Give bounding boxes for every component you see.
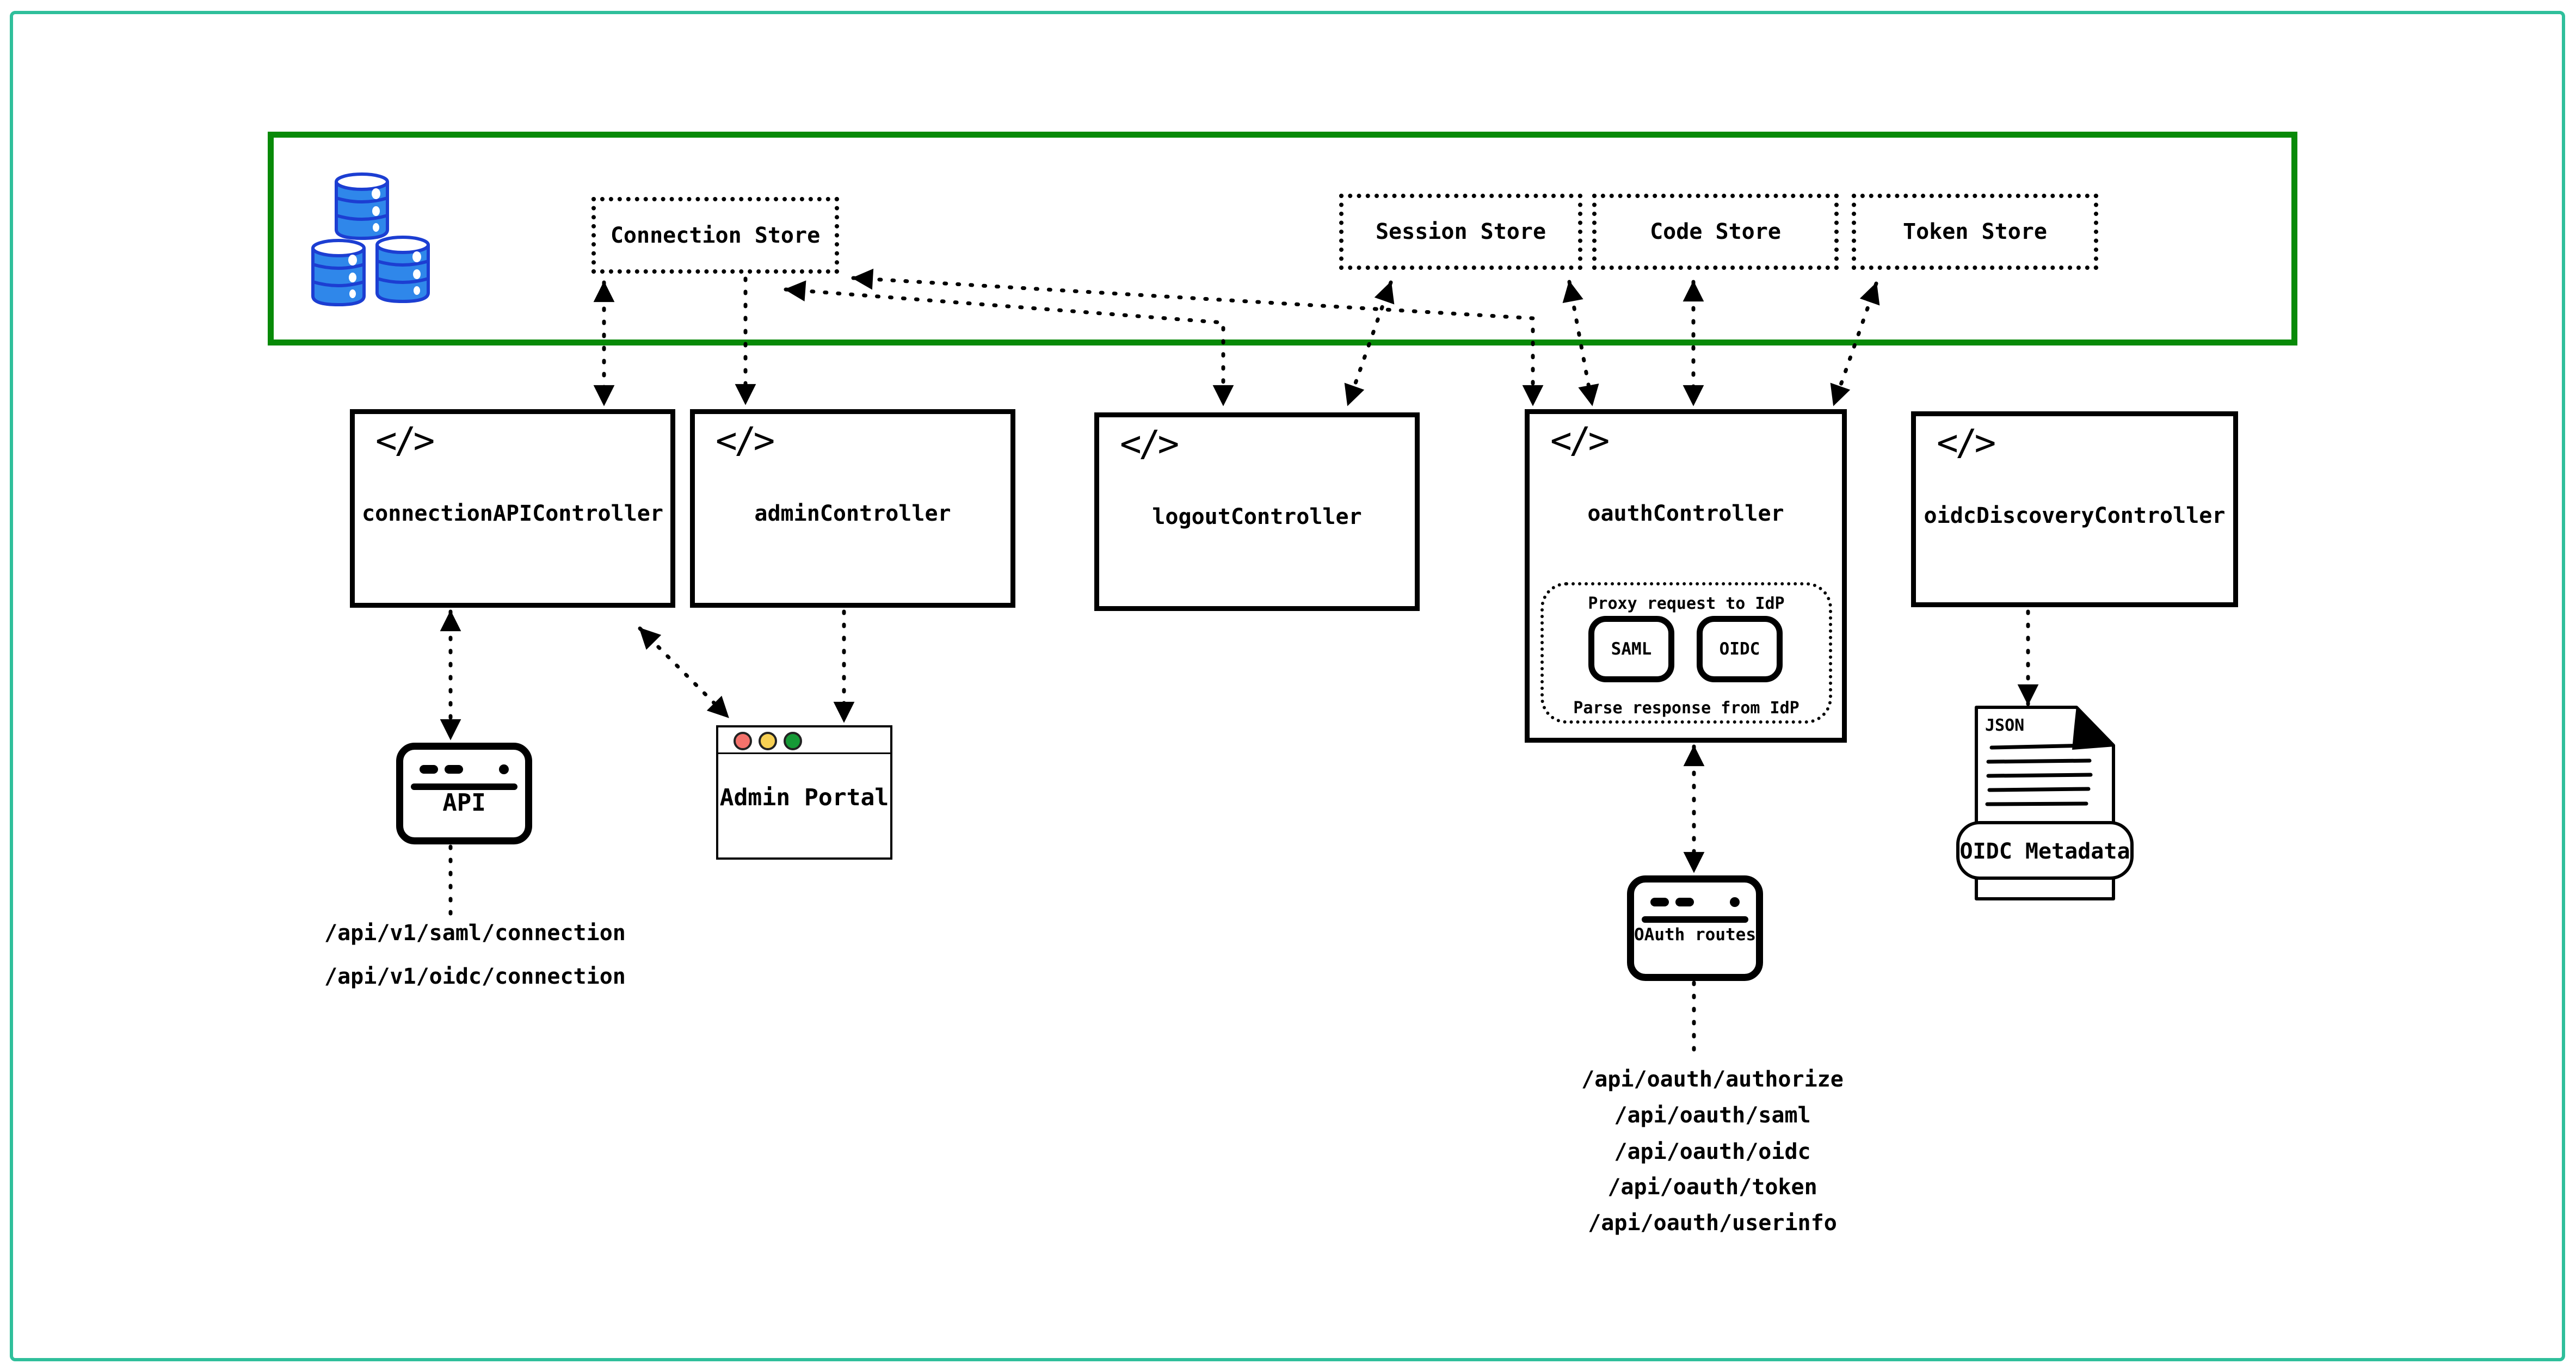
- controller-label: oidcDiscoveryController: [1924, 503, 2226, 528]
- window-control-icon: [499, 764, 509, 774]
- admin-controller-box: </> adminController: [690, 409, 1015, 608]
- close-traffic-light-icon: [734, 732, 752, 750]
- code-icon: </>: [375, 419, 435, 461]
- controller-label: adminController: [754, 501, 951, 526]
- saml-protocol-box: SAML: [1588, 616, 1674, 682]
- controller-label: connectionAPIController: [362, 501, 663, 526]
- oidc-metadata-label: OIDC Metadata: [1959, 839, 2130, 864]
- code-icon: </>: [716, 419, 775, 461]
- oidc-protocol-box: OIDC: [1697, 616, 1783, 682]
- oidc-label: OIDC: [1719, 639, 1760, 659]
- maximize-traffic-light-icon: [784, 732, 802, 750]
- admin-portal-window: Admin Portal: [716, 725, 892, 860]
- token-store-label: Token Store: [1903, 219, 2047, 244]
- oauth-route-path: /api/oauth/token: [1607, 1175, 1817, 1200]
- session-store-label: Session Store: [1375, 219, 1546, 244]
- window-tab-icon: [420, 765, 438, 774]
- code-store-box: Code Store: [1592, 194, 1839, 270]
- code-icon: </>: [1120, 423, 1179, 465]
- oauth-controller-box: </> oauthController Proxy request to IdP…: [1525, 409, 1847, 743]
- connection-store-label: Connection Store: [610, 223, 821, 248]
- outer-frame: [10, 11, 2565, 1361]
- json-file-type-label: JSON: [1985, 716, 2025, 735]
- logout-controller-box: </> logoutController: [1094, 412, 1420, 611]
- window-toolbar-divider: [1642, 916, 1748, 923]
- token-store-box: Token Store: [1852, 194, 2098, 270]
- window-toolbar-divider: [411, 783, 517, 790]
- proxy-request-label: Proxy request to IdP: [1588, 594, 1785, 613]
- minimize-traffic-light-icon: [759, 732, 777, 750]
- oidc-discovery-controller-box: </> oidcDiscoveryController: [1911, 411, 2238, 607]
- code-icon: </>: [1937, 422, 1996, 464]
- code-store-label: Code Store: [1650, 219, 1781, 244]
- session-store-box: Session Store: [1339, 194, 1582, 270]
- code-icon: </>: [1550, 419, 1610, 461]
- saml-label: SAML: [1611, 639, 1652, 659]
- oauth-route-path: /api/oauth/userinfo: [1588, 1211, 1837, 1236]
- api-route-path: /api/v1/oidc/connection: [324, 964, 626, 989]
- window-tab-icon: [1650, 898, 1669, 906]
- controller-label: oauthController: [1587, 501, 1784, 526]
- window-titlebar-divider: [718, 752, 891, 754]
- window-tab-icon: [445, 765, 463, 774]
- oauth-route-path: /api/oauth/saml: [1614, 1103, 1811, 1128]
- connection-api-controller-box: </> connectionAPIController: [350, 409, 675, 608]
- window-control-icon: [1730, 897, 1740, 907]
- api-window-label: API: [442, 789, 486, 817]
- oauth-routes-window: OAuth routes: [1627, 875, 1763, 981]
- api-window: API: [396, 743, 532, 844]
- parse-response-label: Parse response from IdP: [1573, 699, 1799, 718]
- oauth-route-path: /api/oauth/authorize: [1581, 1067, 1844, 1092]
- oauth-route-path: /api/oauth/oidc: [1614, 1139, 1811, 1164]
- controller-label: logoutController: [1152, 504, 1362, 529]
- admin-portal-label: Admin Portal: [719, 784, 889, 811]
- api-route-path: /api/v1/saml/connection: [324, 921, 626, 946]
- oauth-routes-window-label: OAuth routes: [1634, 925, 1756, 945]
- window-tab-icon: [1675, 898, 1694, 906]
- connection-store-box: Connection Store: [591, 197, 839, 274]
- idp-proxy-box: Proxy request to IdP SAML OIDC Parse res…: [1540, 582, 1832, 724]
